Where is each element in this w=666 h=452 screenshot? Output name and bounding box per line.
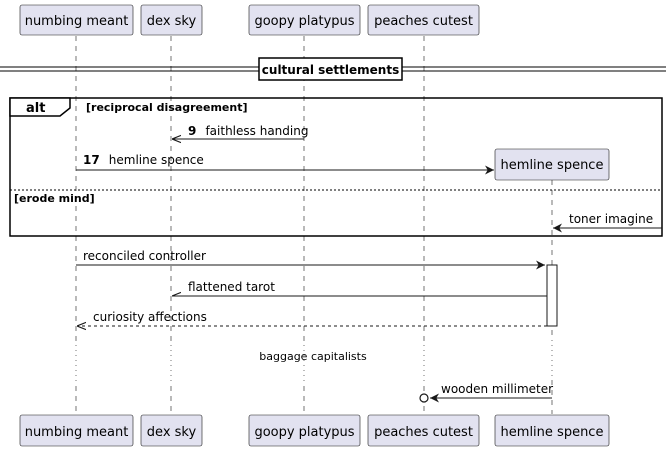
participant-peaches-cutest-bottom[interactable]: peaches cutest [367,414,480,447]
message-text: flattened tarot [188,280,275,294]
message-text: hemline spence [109,153,204,167]
alt-keyword: alt [26,101,45,116]
participant-label: dex sky [147,425,197,440]
svg-text:9 faithless handing: 9 faithless handing [188,120,308,139]
participant-label: hemline spence [501,425,604,440]
message-number: 9 [188,124,196,138]
participant-dex-sky-bottom[interactable]: dex sky [140,414,203,447]
lost-message-circle [419,393,429,403]
participant-label: numbing meant [25,425,129,440]
participant-label: numbing meant [25,14,129,29]
participant-hemline-spence-bottom[interactable]: hemline spence [494,414,610,447]
participant-numbing-meant-bottom[interactable]: numbing meant [19,414,134,447]
message-text: wooden millimeter [441,382,553,396]
message-toner-imagine[interactable]: toner imagine [553,212,662,233]
message-reconciled-controller[interactable]: reconciled controller [76,249,545,270]
message-hemline-spence-create[interactable]: 17 hemline spence [76,149,494,175]
delay-text: baggage capitalists [259,350,367,363]
alt-guard-erode-mind: [erode mind] [14,192,95,205]
message-text: reconciled controller [83,249,206,263]
svg-text:17 hemline spence: 17 hemline spence [83,149,204,168]
delay-baggage-capitalists: baggage capitalists [60,340,570,380]
activation-bar-hemline-spence [546,264,558,327]
participant-label: peaches cutest [374,425,473,440]
message-text: faithless handing [205,124,308,138]
participant-label: peaches cutest [374,14,473,29]
divider-cultural-settlements: cultural settlements [0,57,666,81]
message-flattened-tarot[interactable]: flattened tarot [172,280,547,296]
participant-goopy-platypus-top[interactable]: goopy platypus [248,4,361,36]
participant-label: dex sky [147,14,197,29]
participant-label: hemline spence [501,158,604,173]
participant-label: goopy platypus [254,14,354,29]
participant-goopy-platypus-bottom[interactable]: goopy platypus [248,414,361,447]
participant-peaches-cutest-top[interactable]: peaches cutest [367,4,480,36]
participant-numbing-meant-top[interactable]: numbing meant [19,4,134,36]
message-number: 17 [83,153,100,167]
participant-dex-sky-top[interactable]: dex sky [140,4,203,36]
participant-label: goopy platypus [254,425,354,440]
message-wooden-millimeter[interactable]: wooden millimeter [419,382,553,403]
alt-guard-reciprocal-disagreement: [reciprocal disagreement] [86,101,247,114]
divider-title: cultural settlements [262,63,399,77]
alt-block: alt [reciprocal disagreement] [erode min… [9,97,663,237]
message-text: curiosity affections [93,310,207,324]
participant-hemline-spence-created[interactable]: hemline spence [494,148,610,181]
message-text: toner imagine [569,212,653,226]
message-faithless-handing[interactable]: 9 faithless handing [172,120,308,139]
message-curiosity-affections[interactable]: curiosity affections [77,310,547,326]
